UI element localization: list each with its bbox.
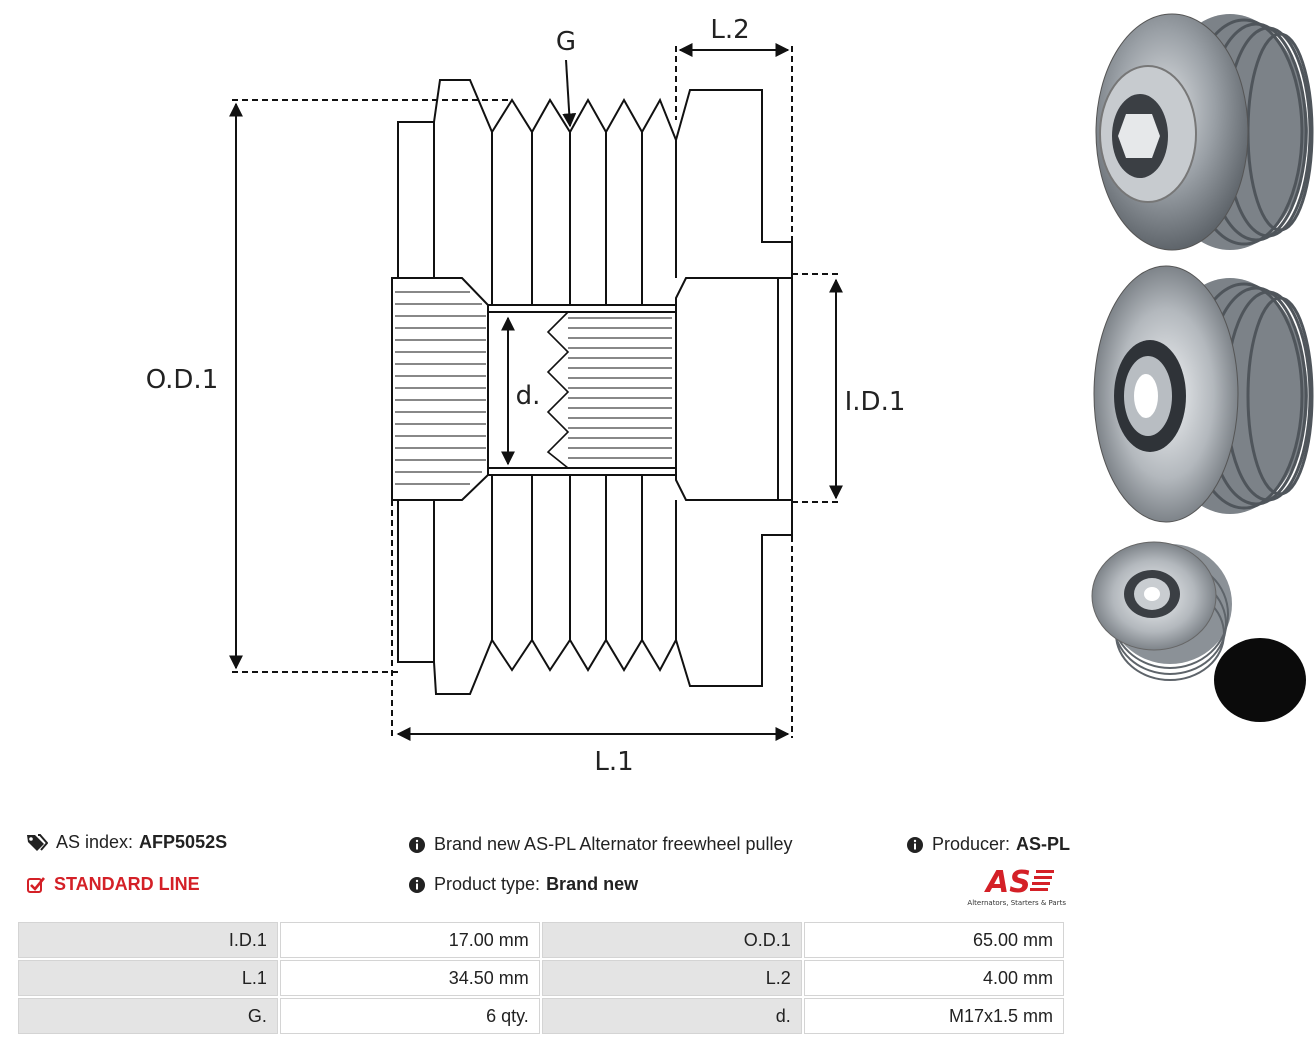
- spec-key: L.1: [18, 960, 278, 996]
- product-type-value: Brand new: [546, 874, 639, 894]
- groove-lines: [491, 132, 677, 640]
- producer-label: Producer:: [932, 834, 1011, 854]
- logo-mark: AS: [984, 865, 1031, 900]
- g-leader: [562, 59, 577, 128]
- as-index-label: AS index:: [56, 832, 134, 852]
- producer-value: AS-PL: [1016, 834, 1071, 854]
- hex-bore: [675, 277, 793, 501]
- spline-hub: [391, 277, 489, 501]
- label-l2: L.2: [710, 15, 749, 45]
- product-photo-small: [1091, 541, 1232, 681]
- spec-key: O.D.1: [541, 922, 802, 958]
- pulley-technical-drawing: G L.2 O.D.1 I.D.1 d. L.1: [146, 13, 1314, 777]
- spec-key: d.: [541, 998, 802, 1034]
- spec-value: 34.50 mm: [279, 960, 540, 996]
- product-type-label: Product type:: [434, 874, 541, 894]
- spec-value: 4.00 mm: [803, 960, 1064, 996]
- spline-hatching: [395, 291, 486, 485]
- table-row: L.1 34.50 mm L.2 4.00 mm: [18, 960, 1064, 996]
- standard-line-label: STANDARD LINE: [54, 874, 200, 894]
- label-g: G: [556, 27, 576, 57]
- spec-value: 65.00 mm: [803, 922, 1064, 958]
- producer-row: Producer: AS-PL: [906, 834, 1070, 855]
- info-icon: [907, 836, 923, 853]
- spec-value: M17x1.5 mm: [803, 998, 1064, 1034]
- as-index-row: AS index: AFP5052S: [26, 832, 227, 853]
- thread-hatching: [568, 317, 672, 459]
- label-l1: L.1: [594, 747, 633, 777]
- product-type-row: Product type: Brand new: [408, 874, 638, 895]
- tags-icon: [27, 833, 48, 851]
- extension-lines: [232, 46, 840, 738]
- description-text: Brand new AS-PL Alternator freewheel pul…: [434, 834, 793, 854]
- label-d: d.: [516, 381, 541, 411]
- as-pl-logo: AS Alternators, Starters & Parts: [967, 865, 1066, 907]
- spec-value: 6 qty.: [279, 998, 540, 1034]
- label-od1: O.D.1: [146, 365, 219, 395]
- spec-key: G.: [18, 998, 278, 1034]
- description-row: Brand new AS-PL Alternator freewheel pul…: [408, 834, 793, 855]
- logo-tagline: Alternators, Starters & Parts: [967, 899, 1066, 907]
- product-photo-top: [1095, 13, 1314, 251]
- label-id1: I.D.1: [845, 387, 906, 417]
- spec-value: 17.00 mm: [279, 922, 540, 958]
- table-row: G. 6 qty. d. M17x1.5 mm: [18, 998, 1064, 1034]
- specs-table: I.D.1 17.00 mm O.D.1 65.00 mm L.1 34.50 …: [16, 920, 1066, 1036]
- dust-cap: [1214, 638, 1306, 722]
- info-icon: [409, 876, 425, 893]
- spec-key: L.2: [541, 960, 802, 996]
- table-row: I.D.1 17.00 mm O.D.1 65.00 mm: [18, 922, 1064, 958]
- checkbox-icon: [27, 876, 46, 893]
- standard-line-row: STANDARD LINE: [26, 874, 200, 895]
- info-icon: [409, 836, 425, 853]
- product-photo-middle: [1093, 265, 1314, 523]
- spec-key: I.D.1: [18, 922, 278, 958]
- as-index-value: AFP5052S: [139, 832, 228, 852]
- threaded-bore: [487, 304, 681, 476]
